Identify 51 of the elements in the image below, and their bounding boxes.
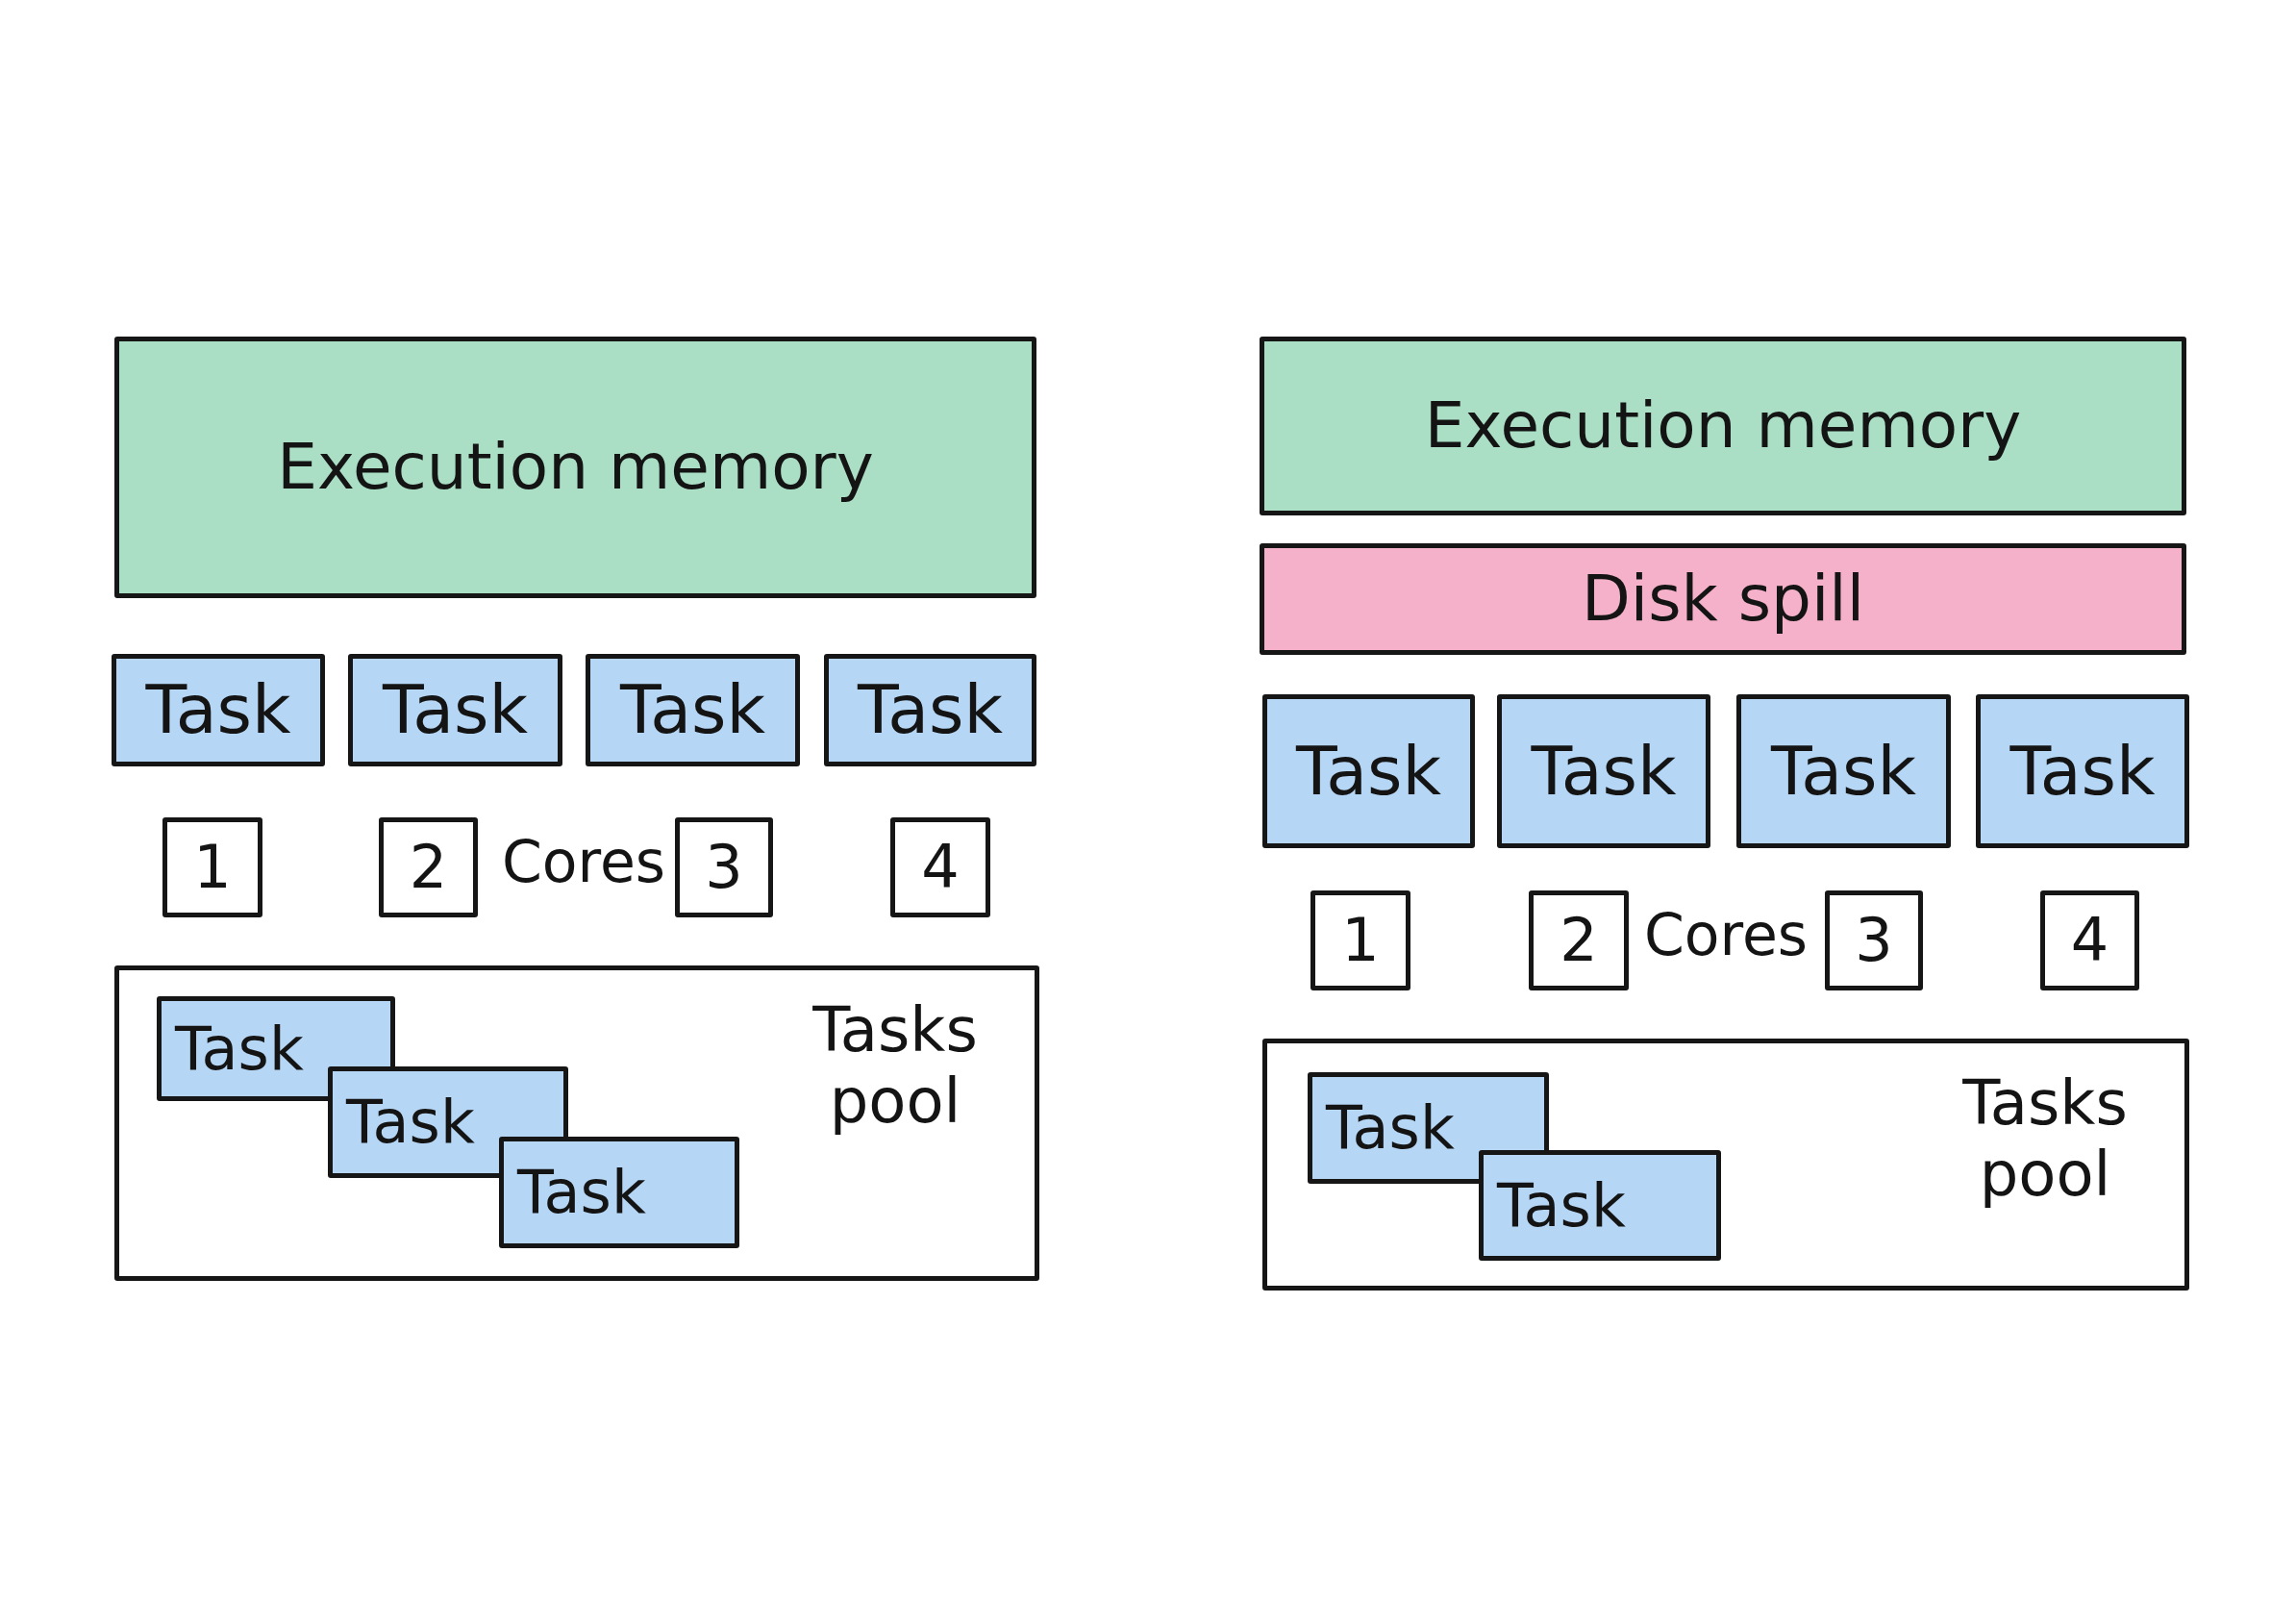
task-block — [1497, 694, 1710, 848]
pool-label: Tasks pool — [811, 995, 979, 1138]
task-label: Task — [619, 671, 766, 749]
task-block — [586, 654, 800, 766]
task-label: Task — [1295, 732, 1442, 811]
memory-bar — [1260, 337, 2186, 515]
task-label: Task — [145, 671, 291, 749]
task-label: Task — [2009, 732, 2156, 811]
task-pool-panel — [1262, 1039, 2189, 1291]
task-block — [1262, 694, 1475, 848]
core-slot — [890, 817, 990, 917]
core-slot — [1310, 890, 1410, 990]
memory-bar — [114, 337, 1036, 598]
core-number: 1 — [193, 833, 232, 902]
core-slot — [1529, 890, 1629, 990]
spill-bar — [1260, 543, 2186, 655]
core-slot — [675, 817, 773, 917]
spill-label: Disk spill — [1581, 563, 1864, 636]
cores-label: Cores — [500, 829, 667, 895]
task-label: Task — [1497, 1170, 1626, 1241]
core-slot — [162, 817, 262, 917]
core-number: 2 — [1560, 906, 1598, 975]
pool-label: Tasks pool — [1961, 1068, 2129, 1211]
task-label: Task — [1531, 732, 1677, 811]
memory-label: Execution memory — [1424, 389, 2022, 463]
task-pool-panel — [114, 965, 1039, 1281]
core-slot — [2040, 890, 2139, 990]
task-block — [1736, 694, 1951, 848]
core-number: 4 — [921, 833, 960, 902]
task-label: Task — [382, 671, 529, 749]
core-slot — [379, 817, 478, 917]
task-block — [112, 654, 325, 766]
task-block — [499, 1137, 739, 1248]
memory-label: Execution memory — [277, 431, 874, 504]
cores-label: Cores — [1642, 902, 1809, 968]
task-label: Task — [857, 671, 1004, 749]
task-label: Task — [517, 1158, 646, 1227]
task-label: Task — [346, 1088, 475, 1157]
core-number: 2 — [409, 833, 448, 902]
core-number: 3 — [1855, 906, 1893, 975]
task-block — [1976, 694, 2189, 848]
core-number: 4 — [2070, 906, 2109, 975]
task-label: Task — [1770, 732, 1917, 811]
task-label: Task — [175, 1014, 304, 1084]
core-number: 3 — [705, 833, 743, 902]
task-block — [1479, 1150, 1721, 1261]
task-label: Task — [1326, 1093, 1455, 1163]
core-number: 1 — [1341, 906, 1380, 975]
task-block — [348, 654, 562, 766]
task-block — [824, 654, 1036, 766]
core-slot — [1825, 890, 1923, 990]
